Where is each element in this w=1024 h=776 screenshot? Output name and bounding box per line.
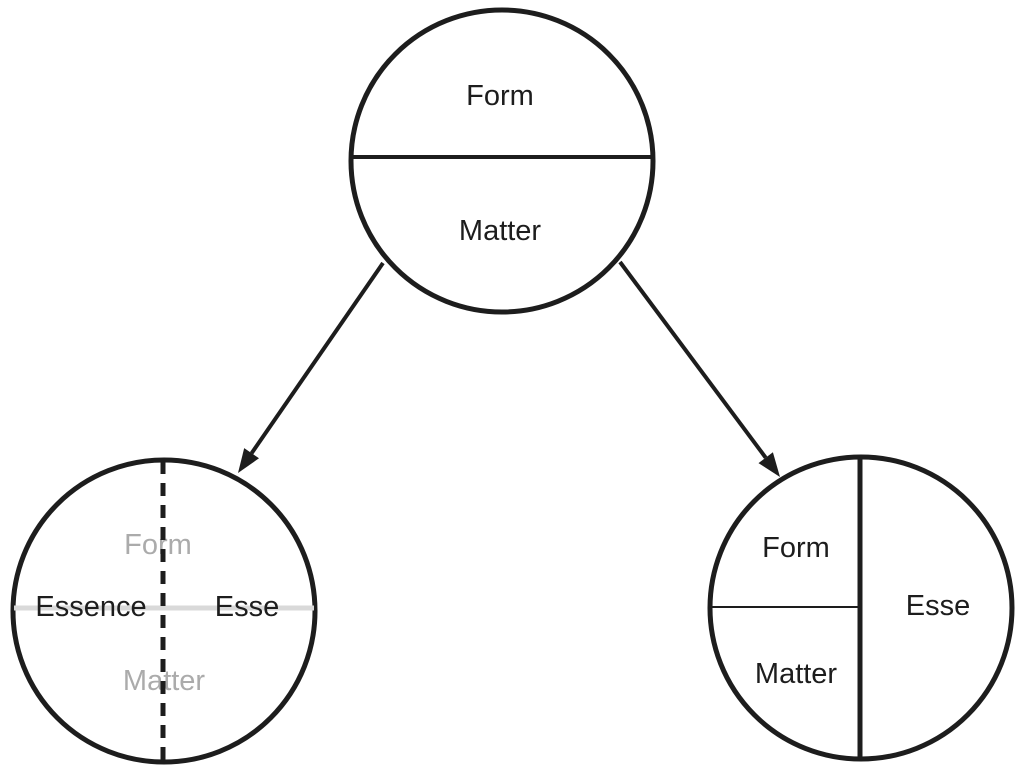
top-circle-group: Form Matter <box>348 7 656 315</box>
left-circle-essence-label: Essence <box>35 591 146 623</box>
top-circle-form-label: Form <box>466 80 534 112</box>
right-circle-esse-label: Esse <box>906 590 970 622</box>
top-circle <box>348 7 656 315</box>
right-circle-matter-label: Matter <box>755 658 838 690</box>
left-circle-esse-label: Esse <box>215 591 279 623</box>
left-circle <box>10 457 318 765</box>
arrow-to-right-circle-shaft <box>618 260 768 459</box>
arrow-to-left-circle-shaft <box>249 261 385 455</box>
arrow-to-left-circle-head-icon <box>238 448 259 473</box>
left-circle-form-label: Form <box>124 529 192 561</box>
top-circle-matter-label: Matter <box>459 215 542 247</box>
arrow-to-right-circle-head-icon <box>758 452 780 477</box>
arrow-to-right-circle <box>618 260 780 477</box>
right-circle-form-label: Form <box>762 532 830 564</box>
arrow-to-left-circle <box>238 261 385 473</box>
right-circle-group: Form Matter Esse <box>707 454 1015 762</box>
left-circle-group: Form Essence Esse Matter <box>10 457 318 765</box>
